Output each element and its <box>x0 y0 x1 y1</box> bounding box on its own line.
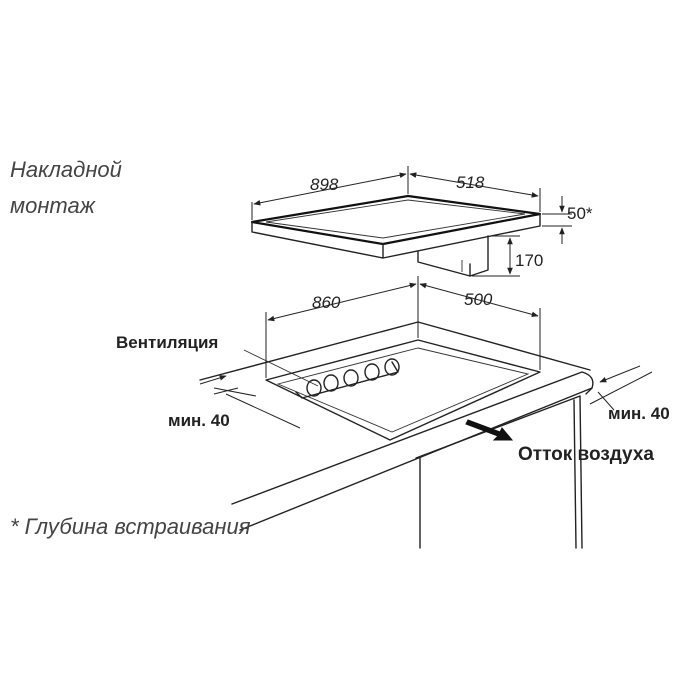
dim-170 <box>472 235 520 277</box>
surface-mount-line1: Накладной <box>10 157 122 182</box>
dim-170-label: 170 <box>515 251 543 270</box>
min40-right-label: мин. 40 <box>608 404 670 423</box>
air-outflow-arrow <box>465 419 514 441</box>
dim-min40-left <box>199 375 301 429</box>
vent-holes <box>295 358 400 399</box>
dim-898 <box>251 166 409 220</box>
footnote-label: * Глубина встраивания <box>10 514 251 539</box>
dim-860-label: 860 <box>312 293 341 312</box>
dim-500-label: 500 <box>464 290 493 309</box>
ventilation-label: Вентиляция <box>116 333 218 352</box>
min40-left-label: мин. 40 <box>168 411 230 430</box>
dim-518 <box>409 172 541 212</box>
dim-min40-right <box>589 365 653 411</box>
dim-50 <box>542 196 572 244</box>
dim-500 <box>419 282 541 370</box>
countertop-drawing <box>199 321 594 549</box>
dim-50-label: 50* <box>567 204 593 223</box>
dim-860 <box>265 276 419 378</box>
dim-518-label: 518 <box>456 173 485 192</box>
surface-mount-line2: монтаж <box>10 193 96 218</box>
dim-898-label: 898 <box>310 175 339 194</box>
air-outflow-label: Отток воздуха <box>518 444 654 465</box>
